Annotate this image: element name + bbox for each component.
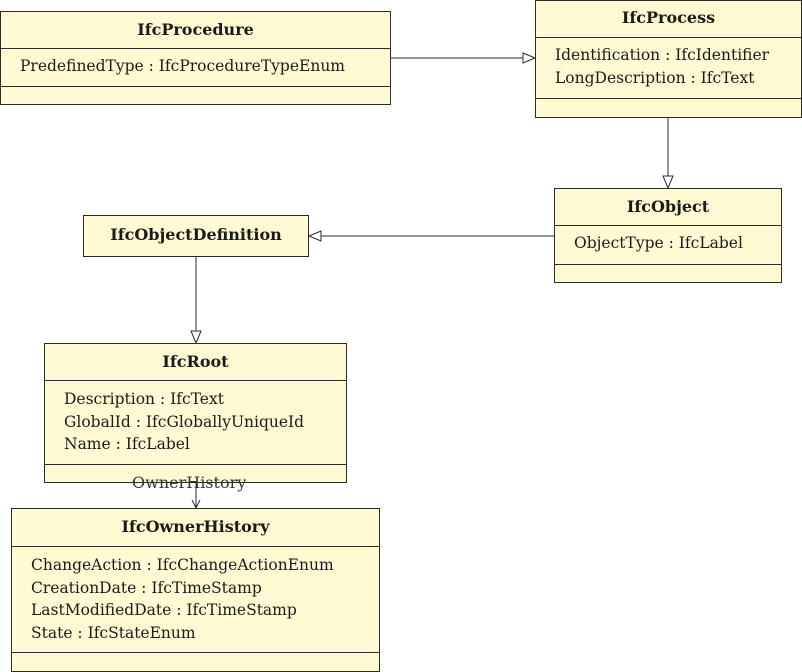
operation-compartment	[12, 653, 379, 671]
generalization-arrowhead	[190, 330, 202, 345]
attribute: CreationDate : IfcTimeStamp	[31, 578, 262, 597]
class-ifcprocess[interactable]: IfcProcess Identification : IfcIdentifie…	[535, 0, 802, 118]
attribute: ChangeAction : IfcChangeActionEnum	[31, 556, 334, 574]
generalization-arrowhead	[522, 52, 537, 64]
class-ifcprocedure[interactable]: IfcProcedure PredefinedType : IfcProcedu…	[0, 11, 391, 105]
attribute-list: ChangeAction : IfcChangeActionEnum Creat…	[12, 547, 379, 653]
attribute-list: Description : IfcText GlobalId : IfcGlob…	[45, 381, 346, 465]
operation-compartment	[555, 265, 781, 282]
attribute: GlobalId : IfcGloballyUniqueId	[64, 412, 305, 431]
operation-compartment	[1, 87, 390, 104]
attribute: State : IfcStateEnum	[31, 623, 196, 642]
class-ifcownerhistory[interactable]: IfcOwnerHistory ChangeAction : IfcChange…	[11, 508, 380, 672]
generalization-arrowhead	[662, 175, 674, 190]
class-name: IfcObject	[555, 189, 781, 226]
generalization-arrowhead	[307, 230, 322, 242]
class-name: IfcRoot	[45, 344, 346, 381]
attribute-list: ObjectType : IfcLabel	[555, 226, 781, 265]
class-name: IfcOwnerHistory	[12, 509, 379, 547]
attribute: Description : IfcText	[64, 390, 224, 408]
attribute-list: Identification : IfcIdentifier LongDescr…	[536, 38, 801, 99]
attribute: Name : IfcLabel	[64, 435, 190, 453]
attribute: LastModifiedDate : IfcTimeStamp	[31, 601, 297, 619]
class-ifcobjectdefinition[interactable]: IfcObjectDefinition	[83, 215, 309, 257]
class-name: IfcObjectDefinition	[110, 225, 282, 244]
attribute: PredefinedType : IfcProcedureTypeEnum	[20, 57, 346, 75]
class-name: IfcProcess	[536, 1, 801, 38]
attribute-list: PredefinedType : IfcProcedureTypeEnum	[1, 49, 390, 87]
attribute: Identification : IfcIdentifier	[555, 46, 770, 64]
attribute: ObjectType : IfcLabel	[574, 234, 743, 252]
class-name: IfcProcedure	[1, 12, 390, 49]
attribute: LongDescription : IfcText	[555, 68, 755, 87]
class-ifcroot[interactable]: IfcRoot Description : IfcText GlobalId :…	[44, 343, 347, 483]
operation-compartment	[536, 99, 801, 117]
class-ifcobject[interactable]: IfcObject ObjectType : IfcLabel	[554, 188, 782, 283]
association-label: OwnerHistory	[132, 473, 247, 492]
